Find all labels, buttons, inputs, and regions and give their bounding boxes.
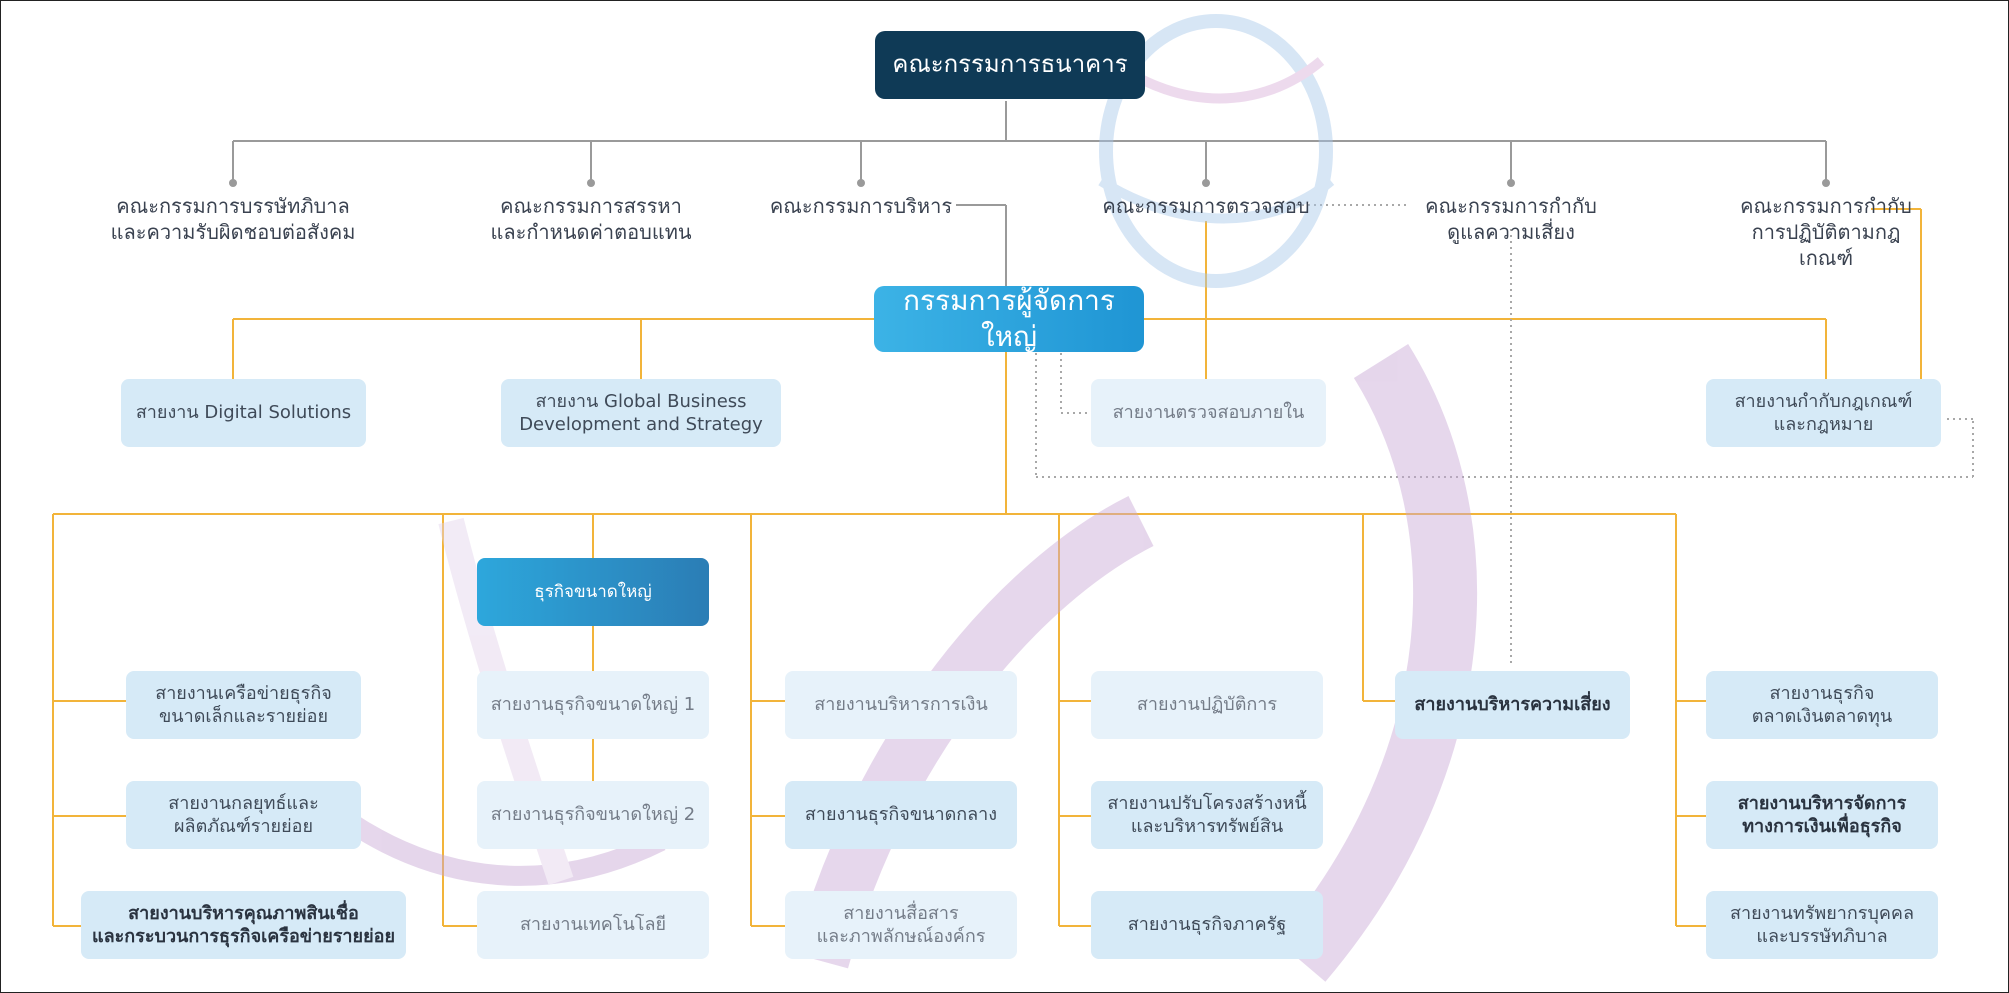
committee-nomination: คณะกรรมการสรรหา และกำหนดค่าตอบแทน (490, 194, 692, 244)
unit-internal-audit: สายงานตรวจสอบภายใน (1091, 379, 1326, 447)
unit-digital-solutions: สายงาน Digital Solutions (121, 379, 366, 447)
unit-col4-1: สายงานปฏิบัติการ (1091, 671, 1323, 739)
unit-compliance-legal: สายงานกำกับกฎเกณฑ์ และกฎหมาย (1706, 379, 1941, 447)
unit-col4-3: สายงานธุรกิจภาครัฐ (1091, 891, 1323, 959)
president-ceo-box: กรรมการผู้จัดการใหญ่ (874, 284, 1144, 353)
unit-col6-1: สายงานธุรกิจ ตลาดเงินตลาดทุน (1706, 671, 1938, 739)
committee-audit: คณะกรรมการตรวจสอบ (1102, 194, 1310, 218)
large-corporate-header: ธุรกิจขนาดใหญ่ (477, 558, 709, 626)
unit-col4-2: สายงานปรับโครงสร้างหนี้ และบริหารทรัพย์ส… (1091, 781, 1323, 849)
unit-col1-3: สายงานบริหารคุณภาพสินเชื่อ และกระบวนการธ… (81, 891, 406, 959)
committee-risk: คณะกรรมการกำกับ ดูแลความเสี่ยง (1425, 194, 1597, 244)
unit-col6-3: สายงานทรัพยากรบุคคล และบรรษัทภิบาล (1706, 891, 1938, 959)
committee-executive: คณะกรรมการบริหาร (769, 194, 953, 218)
unit-col3-1: สายงานบริหารการเงิน (785, 671, 1017, 739)
board-of-directors-box: คณะกรรมการธนาคาร (875, 31, 1145, 99)
unit-col1-1: สายงานเครือข่ายธุรกิจ ขนาดเล็กและรายย่อย (126, 671, 361, 739)
committee-compliance: คณะกรรมการกำกับ การปฏิบัติตามกฎเกณฑ์ (1740, 194, 1912, 270)
unit-col5-1: สายงานบริหารความเสี่ยง (1395, 671, 1630, 739)
unit-global-business: สายงาน Global Business Development and S… (501, 379, 781, 447)
committee-governance: คณะกรรมการบรรษัทภิบาล และความรับผิดชอบต่… (110, 194, 356, 244)
unit-col2-3: สายงานเทคโนโลยี (477, 891, 709, 959)
unit-col3-3: สายงานสื่อสาร และภาพลักษณ์องค์กร (785, 891, 1017, 959)
unit-col6-2: สายงานบริหารจัดการ ทางการเงินเพื่อธุรกิจ (1706, 781, 1938, 849)
unit-col2-1: สายงานธุรกิจขนาดใหญ่ 1 (477, 671, 709, 739)
unit-col2-2: สายงานธุรกิจขนาดใหญ่ 2 (477, 781, 709, 849)
unit-col3-2: สายงานธุรกิจขนาดกลาง (785, 781, 1017, 849)
unit-col1-2: สายงานกลยุทธ์และ ผลิตภัณฑ์รายย่อย (126, 781, 361, 849)
